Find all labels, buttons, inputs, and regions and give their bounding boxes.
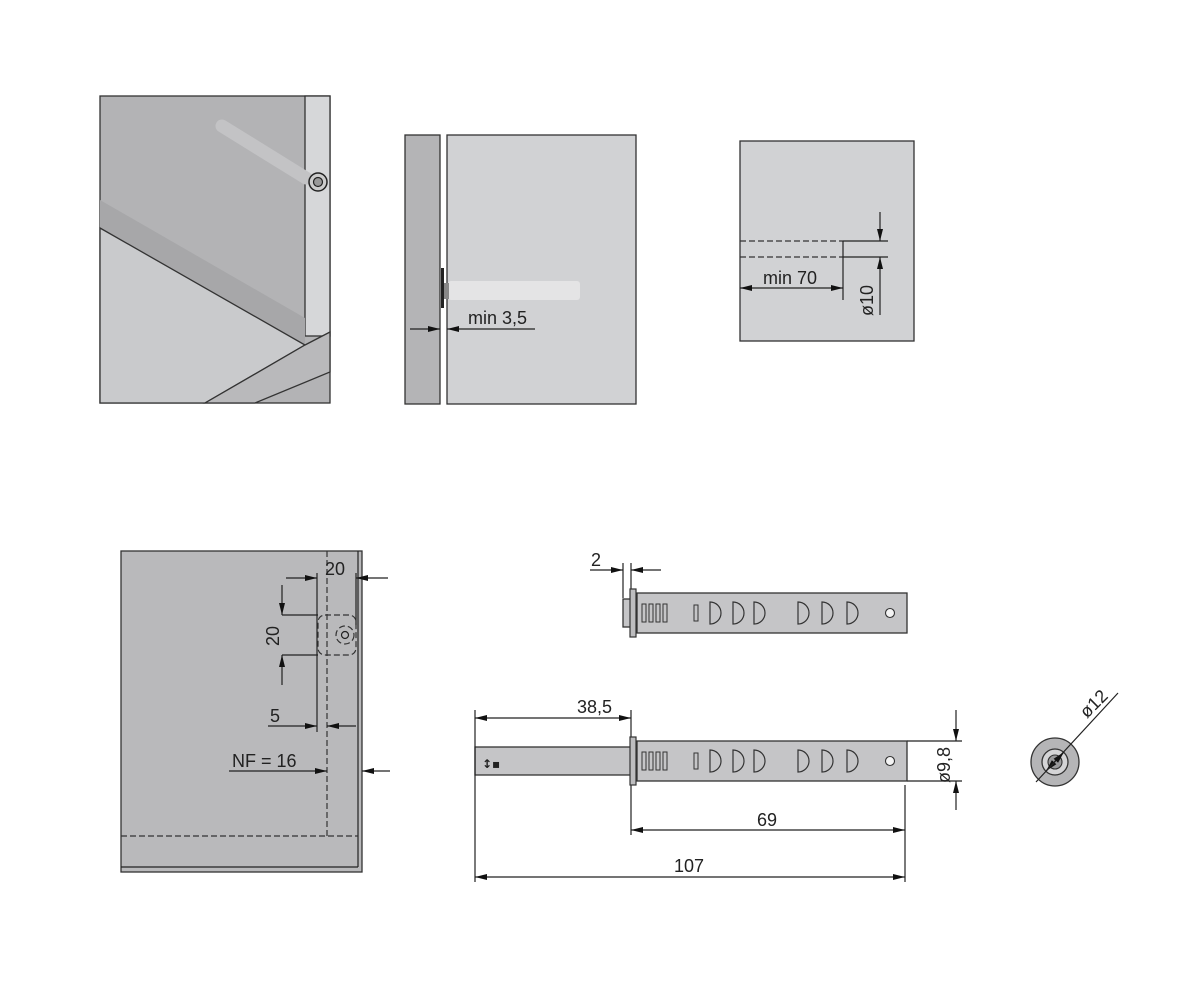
panel-thickness-label: NF = 16 [232,751,297,771]
body-diameter-label: ø9,8 [934,747,954,783]
grip-rib [846,749,859,773]
pin-end-view: ø12 [1030,686,1119,787]
grip-rib [797,601,810,625]
vent-slot [662,751,668,771]
drill-hole-view: min 70 ø10 [739,140,915,342]
pin-body [448,281,580,300]
grip-rib [846,601,859,625]
flange-thickness-label: 2 [591,550,601,570]
front-layout-view: 20 20 5 NF = 16 [120,550,390,873]
vent-slot [641,751,647,771]
pin-outline [335,625,355,645]
grip-rib [821,749,834,773]
vent-slot [641,603,647,623]
front-board [202,330,331,404]
pin-flange [629,588,637,638]
vertical-size-label: 20 [263,626,283,646]
side-panel-edge [304,95,331,337]
pin-center [340,630,350,640]
vent-slot [693,604,699,622]
vent-slot [655,751,661,771]
grip-rib [732,601,745,625]
door-front [120,550,363,873]
grip-rib [709,749,722,773]
mounting-hole [884,607,896,619]
min-gap-label: min 3,5 [468,308,527,328]
pin-retracted-view: 2 [590,550,908,638]
inset-label: 5 [270,706,280,726]
vent-slot [693,752,699,770]
grip-rib [732,749,745,773]
grip-rib [753,749,766,773]
pin-body [636,740,908,782]
hole-depth-label: min 70 [763,268,817,288]
mounting-hole [884,755,896,767]
push-pin [215,119,313,185]
pin-flange [441,268,444,308]
pin-flange [629,736,637,786]
pin-extended-view: ↕▪ 38,5 69 107 ø9,8 [474,697,962,882]
side-section-view: min 3,5 [404,134,637,405]
door-panel [446,134,637,405]
grip-rib [753,601,766,625]
end-diameter-label: ø12 [1076,686,1112,722]
grip-rib [709,601,722,625]
grip-rib [797,749,810,773]
grip-rib [821,601,834,625]
push-symbol-icon: ↕▪ [482,757,500,771]
pin-cap [444,283,449,299]
horizontal-offset-label: 20 [325,559,345,579]
vent-slot [648,751,654,771]
vent-slot [648,603,654,623]
pin-plunger [474,746,632,776]
hole-diameter-label: ø10 [857,285,877,316]
body-length-label: 69 [757,810,777,830]
shelf-edge [100,200,305,345]
carcass-side [404,134,441,405]
pin-body [636,592,908,634]
leader-line [1035,751,1065,783]
vent-slot [655,603,661,623]
mounting-plate-outline [317,614,357,656]
isometric-view [99,95,331,404]
pin-tip [312,176,324,188]
vent-slot [662,603,668,623]
stroke-length-label: 38,5 [577,697,612,717]
total-length-label: 107 [674,856,704,876]
